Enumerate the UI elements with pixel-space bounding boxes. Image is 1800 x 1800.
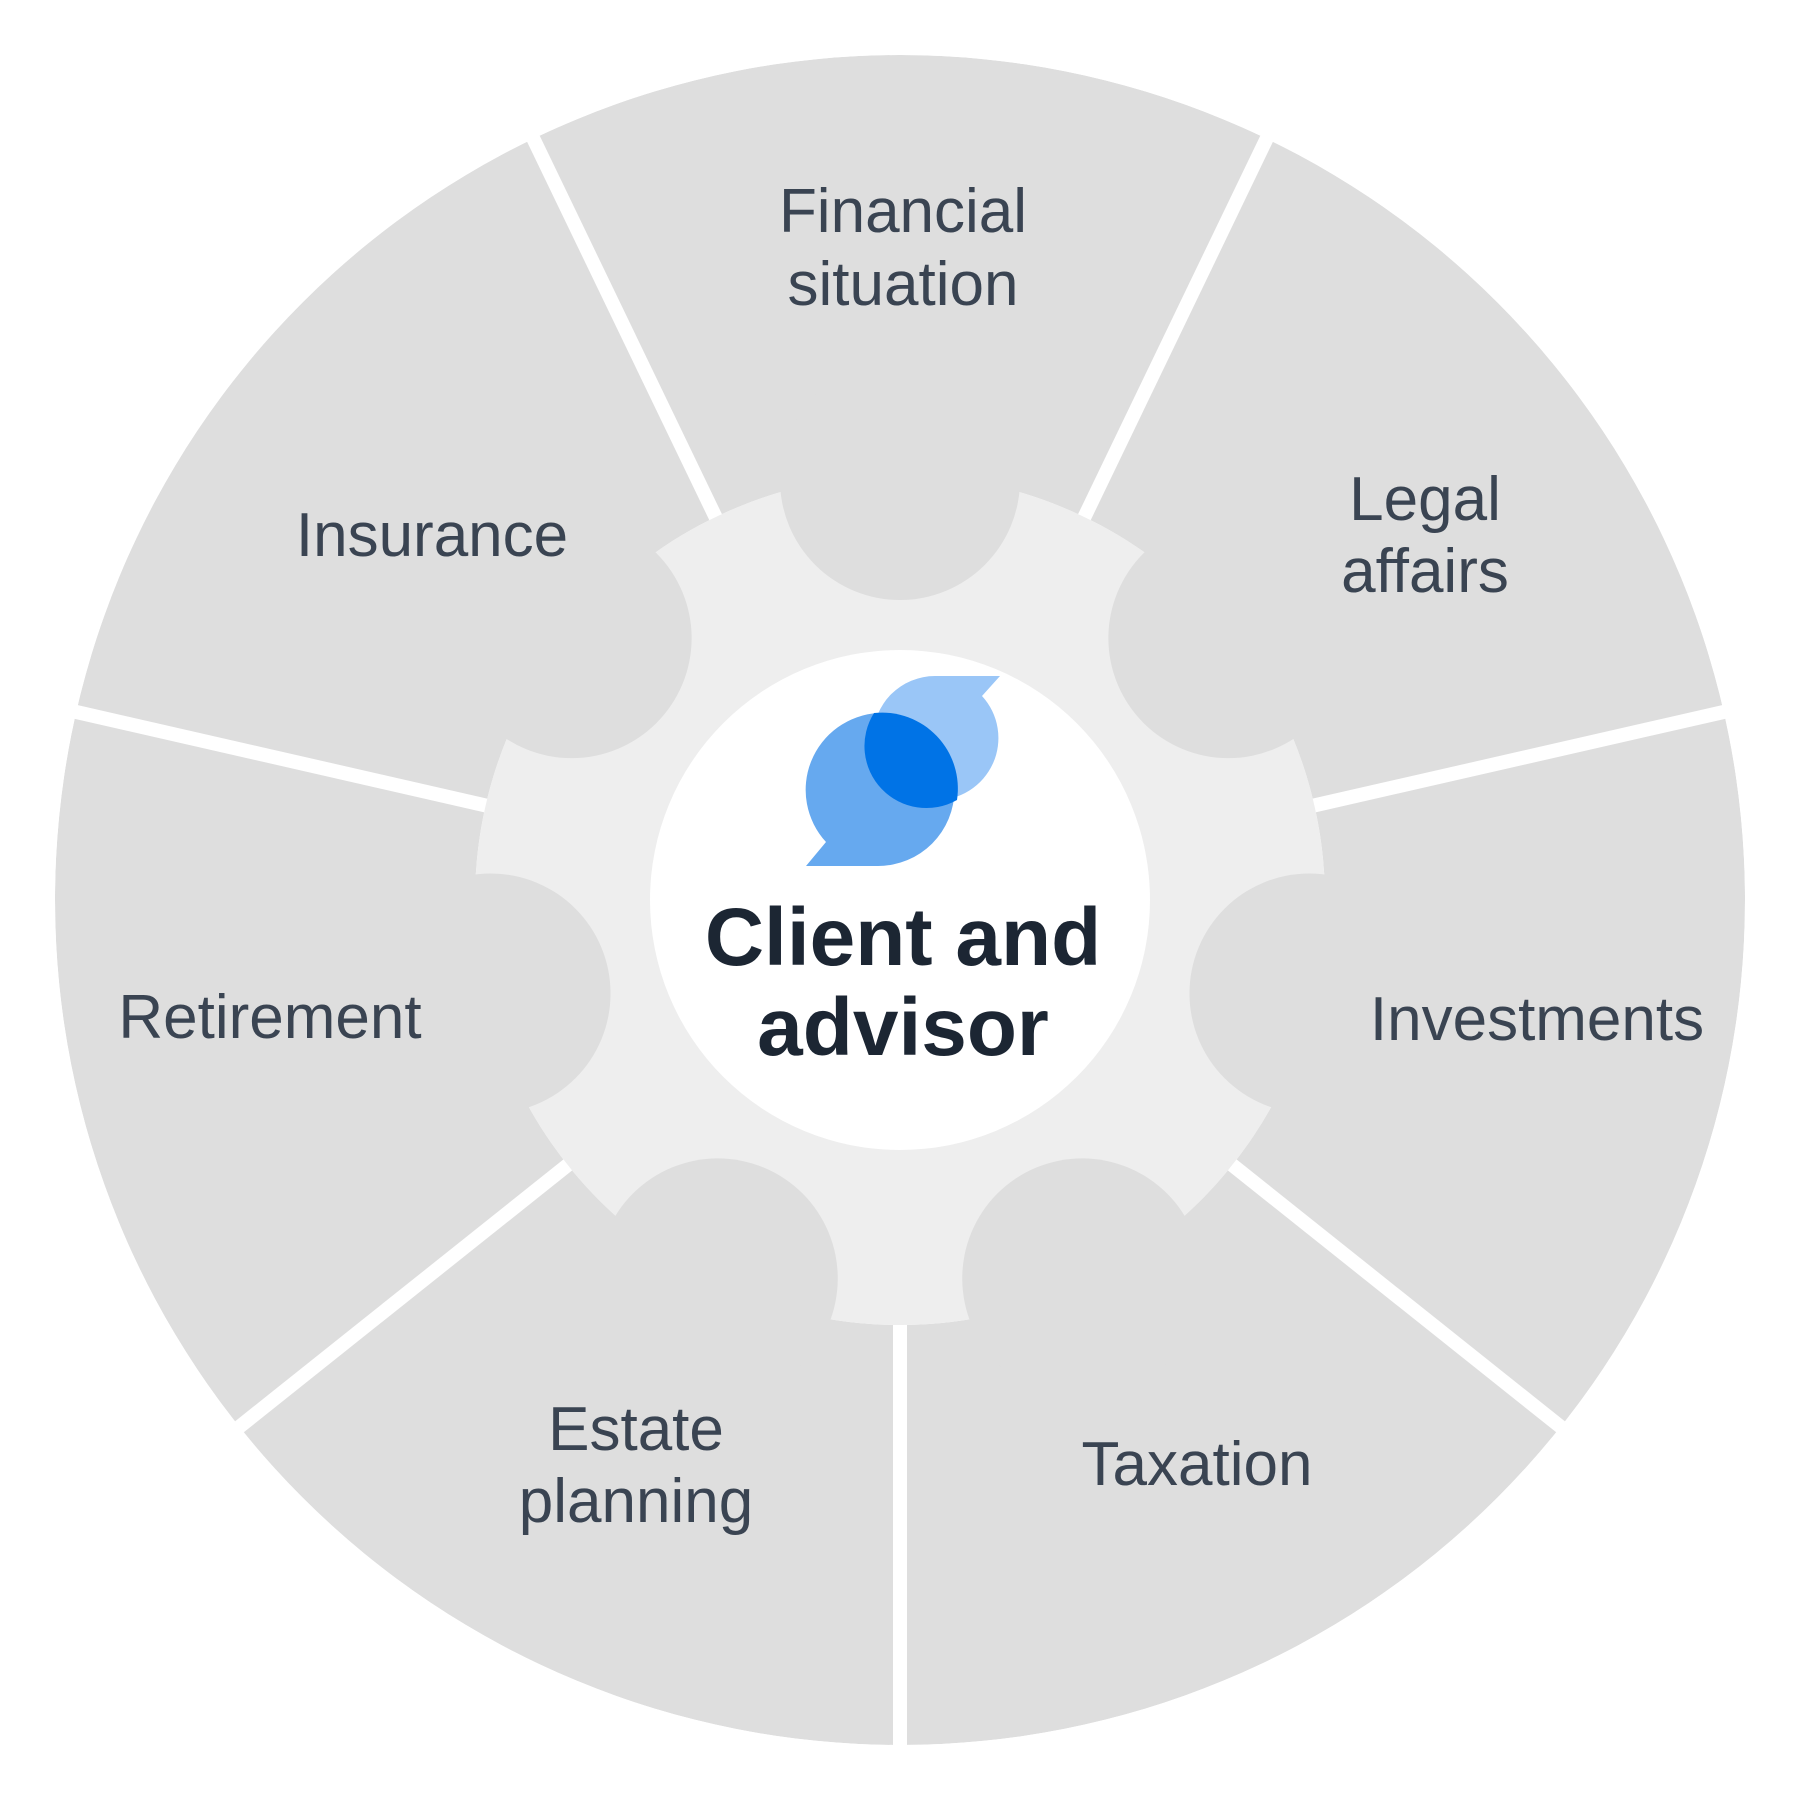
segment-dividers bbox=[60, 122, 1740, 1760]
center-title-line1: Client and bbox=[705, 892, 1101, 983]
center-hub-fill bbox=[650, 650, 1150, 1150]
segment-label-retirement: Retirement bbox=[118, 983, 421, 1052]
segment-lobe-retirement bbox=[370, 873, 611, 1114]
bubble-overlap bbox=[864, 712, 958, 809]
segment-divider bbox=[1067, 122, 1280, 543]
segment-lobe-taxation bbox=[962, 1158, 1203, 1399]
segment-divider bbox=[60, 701, 512, 818]
segment-label-financial-situation-line2: situation bbox=[788, 250, 1019, 319]
segment-lobe-investments bbox=[1189, 873, 1430, 1114]
segment-label-financial-situation-line1: Financial bbox=[779, 177, 1027, 246]
segment-divider bbox=[223, 1143, 592, 1442]
segment-label-legal-affairs-line2: affairs bbox=[1341, 537, 1509, 606]
segment-lobe-insurance bbox=[451, 518, 692, 759]
segment-label-estate-planning-line2: planning bbox=[519, 1467, 753, 1536]
center-hub bbox=[650, 650, 1150, 1150]
segment-label-legal-affairs-line1: Legal bbox=[1349, 465, 1501, 534]
segment-label-investments: Investments bbox=[1370, 985, 1704, 1054]
center-title-line2: advisor bbox=[757, 982, 1049, 1073]
chat-bubbles-icon bbox=[805, 676, 1000, 866]
segment-lobes bbox=[370, 360, 1430, 1399]
segment-divider bbox=[1288, 701, 1740, 818]
segment-label-taxation: Taxation bbox=[1082, 1430, 1313, 1499]
segment-lobe-legal-affairs bbox=[1108, 518, 1349, 759]
segment-lobe-financial-situation bbox=[780, 360, 1020, 600]
segment-label-estate-planning-line1: Estate bbox=[548, 1395, 724, 1464]
segment-divider bbox=[1208, 1143, 1577, 1442]
segment-label-insurance: Insurance bbox=[296, 501, 568, 570]
segment-lobe-estate-planning bbox=[597, 1158, 838, 1399]
segment-divider bbox=[520, 122, 733, 543]
